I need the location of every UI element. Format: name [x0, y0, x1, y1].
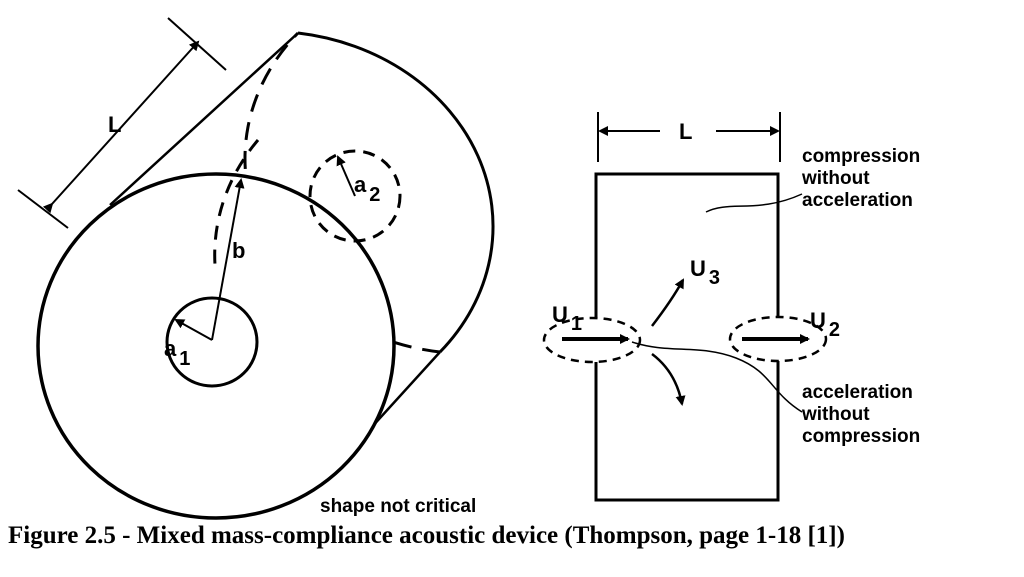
left-length-label: L [108, 112, 121, 137]
shape-note: shape not critical [320, 496, 476, 517]
length-extension-bottom [17, 189, 69, 229]
inner-port-label-base: a [164, 336, 177, 361]
radius-a2-line [336, 155, 356, 197]
lower-note-line-3: compression [802, 426, 920, 447]
u3-flow-up [651, 278, 685, 327]
cylinder-back-face-hidden-inner [213, 139, 260, 266]
radius-b-label: b [232, 238, 245, 263]
cylinder-back-face [297, 31, 495, 354]
radius-a1-line [174, 319, 213, 341]
u2-label-base: U [810, 308, 826, 333]
upper-note-line-2: without [801, 168, 870, 189]
lower-note-leader [631, 341, 803, 413]
figure-caption: Figure 2.5 - Mixed mass-compliance acous… [8, 522, 845, 549]
upper-note-leader [705, 193, 803, 213]
lower-note-line-2: without [801, 404, 870, 425]
cylinder-front-face [36, 172, 396, 520]
u3-label-base: U [690, 256, 706, 281]
outer-port-label-base: a [354, 172, 367, 197]
upper-note-line-1: compression [802, 146, 920, 167]
length-extension-top [167, 17, 227, 71]
inner-port-circle [165, 296, 259, 388]
length-dimension-line [42, 40, 200, 214]
outer-port-label-sub: 2 [369, 184, 380, 206]
section-drawing [542, 112, 828, 502]
lower-note-line-1: acceleration [802, 382, 913, 403]
u3-flow-down [651, 353, 686, 406]
cylinder-drawing [17, 17, 495, 520]
section-labels: L compression without acceleration accel… [552, 119, 920, 447]
radius-b-line [211, 178, 245, 341]
inner-port-label-sub: 1 [179, 348, 190, 370]
outer-port-circle [308, 149, 402, 243]
u1-label-base: U [552, 302, 568, 327]
upper-note-line-3: acceleration [802, 190, 913, 211]
u1-label-sub: 1 [571, 313, 582, 335]
u3-label-sub: 3 [709, 267, 720, 289]
right-length-label: L [679, 119, 692, 144]
u2-label-sub: 2 [829, 319, 840, 341]
